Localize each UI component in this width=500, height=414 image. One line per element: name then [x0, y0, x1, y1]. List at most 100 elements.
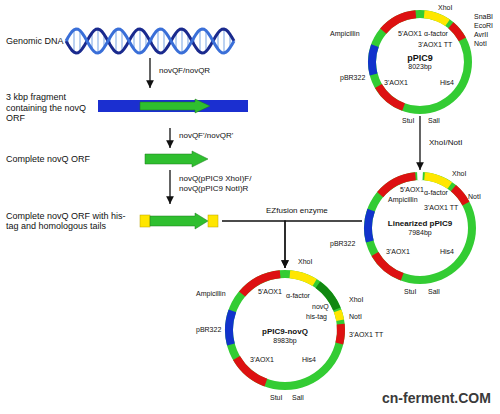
feature-label: NotI: [468, 193, 481, 200]
dna-strand: [66, 29, 234, 53]
feature-label: his-tag: [306, 313, 327, 320]
plasmid-feature: [375, 84, 405, 111]
plasmid-backbone: [225, 270, 345, 390]
feature-label: XhoI: [452, 170, 466, 177]
plasmid-feature: [448, 22, 466, 41]
base-pair: [163, 31, 164, 52]
orf-arrow: [140, 99, 210, 113]
feature-label: Ampicillin: [196, 290, 226, 297]
plasmid-name: pPIC9-novQ: [262, 327, 308, 336]
base-pair: [223, 29, 224, 53]
feature-label: His4: [440, 79, 454, 86]
feature-label: StuI: [270, 394, 282, 401]
step-label: Complete novQ ORF with his-tag and homol…: [4, 209, 140, 234]
feature-label: 5'AOX1: [398, 30, 422, 37]
plasmid-feature: [451, 185, 470, 205]
plasmid-title: pPIC98023bp: [366, 8, 474, 116]
base-pair: [181, 29, 182, 53]
plasmid-feature: [334, 309, 344, 320]
flow-arrow: [169, 170, 170, 204]
feature-label: 5'AOX1: [258, 288, 282, 295]
step-label: Complete novQ ORF: [4, 152, 128, 166]
edge-label: XhoI/NotI: [428, 138, 463, 148]
base-pair: [199, 30, 200, 52]
feature-label: Ampicillin: [388, 196, 418, 203]
step-label-box: 3 kbp fragment containing the novQ ORF: [4, 88, 250, 128]
feature-label: 3'AOX1 TT: [349, 331, 383, 338]
edge-label: novQF/novQR: [158, 66, 211, 76]
plasmid-map: pPIC98023bp: [366, 8, 474, 116]
feature-label: His4: [302, 356, 316, 363]
dna-fragment-bar: [98, 100, 248, 112]
plasmid-size: 7984bp: [408, 229, 431, 237]
plasmid-size: 8023bp: [408, 63, 431, 71]
plasmid-size: 8983bp: [273, 337, 296, 345]
orf-arrow: [145, 151, 208, 167]
flow-arrow: [285, 221, 362, 268]
plasmid-feature: [417, 172, 423, 180]
plasmid-feature: [372, 252, 404, 281]
flow-arrow: [419, 116, 420, 170]
edge-label: novQ(pPIC9 XhoI)F/ novQ(pPIC9 NotI)R: [178, 174, 275, 193]
feature-label: XhoI: [298, 258, 312, 265]
feature-label: XhoI: [349, 296, 363, 303]
homologous-tail: [140, 215, 150, 227]
base-pair: [139, 29, 140, 53]
plasmid-feature: [225, 309, 236, 345]
base-pair: [115, 30, 116, 52]
feature-label: NotI: [474, 40, 487, 47]
flow-arrow: [169, 128, 170, 148]
plasmid-backbone: [368, 10, 472, 114]
feature-label: StuI: [404, 288, 416, 295]
watermark: cn-ferment.COM: [382, 391, 491, 405]
feature-label: Ampicillin: [330, 30, 360, 37]
feature-label: 5'AOX1: [400, 186, 424, 193]
feature-label: SalI: [292, 394, 304, 401]
plasmid-name: Linearized pPIC9: [388, 219, 452, 228]
feature-label: NotI: [349, 313, 362, 320]
plasmid-feature: [424, 10, 450, 26]
plasmid-feature: [377, 172, 416, 197]
base-pair: [79, 31, 80, 52]
edge-label: EZfusion enzyme: [265, 206, 329, 216]
plasmid-feature: [368, 44, 379, 75]
feature-label: pBR322: [340, 74, 365, 81]
plasmid-feature: [290, 270, 317, 286]
plasmid-feature: [364, 209, 375, 243]
plasmid-title: pPIC9-novQ8983bp: [223, 268, 347, 392]
feature-label: StuI: [402, 117, 414, 124]
feature-label: SnaBI: [474, 13, 493, 20]
base-pair: [73, 30, 74, 52]
dna-helix: [66, 29, 234, 53]
feature-label: 3'AOX1 TT: [424, 204, 458, 211]
step-label-box: Complete novQ ORF: [4, 148, 214, 170]
feature-label: α-factor: [286, 292, 310, 299]
feature-label: novQ: [312, 303, 329, 310]
base-pair: [157, 30, 158, 52]
feature-label: 3'AOX1: [386, 248, 410, 255]
feature-label: pBR322: [330, 240, 355, 247]
feature-label: EcoRI: [474, 22, 493, 29]
feature-label: 3'AOX1 TT: [418, 41, 452, 48]
plasmid-feature: [424, 172, 452, 188]
plasmid-map: pPIC9-novQ8983bp: [223, 268, 347, 392]
orf-arrow: [150, 213, 208, 229]
feature-label: His4: [440, 248, 454, 255]
feature-label: XhoI: [438, 4, 452, 11]
feature-label: pBR322: [196, 326, 221, 333]
base-pair: [205, 31, 206, 52]
step-label-box: Complete novQ ORF with his-tag and homol…: [4, 204, 222, 238]
feature-label: α-factor: [424, 30, 448, 37]
plasmid-feature: [335, 324, 345, 345]
dna-strand: [66, 29, 234, 53]
step-label: Genomic DNA: [4, 34, 74, 48]
flow-arrow: [149, 58, 150, 88]
feature-label: SalI: [428, 117, 440, 124]
feature-label: AvrII: [474, 31, 488, 38]
homologous-tail: [208, 215, 218, 227]
plasmid-name: pPIC9: [407, 53, 433, 63]
plasmid-backbone: [364, 172, 476, 284]
edge-label: novQF'/novQR': [178, 131, 234, 141]
feature-label: 3'AOX1: [384, 79, 408, 86]
